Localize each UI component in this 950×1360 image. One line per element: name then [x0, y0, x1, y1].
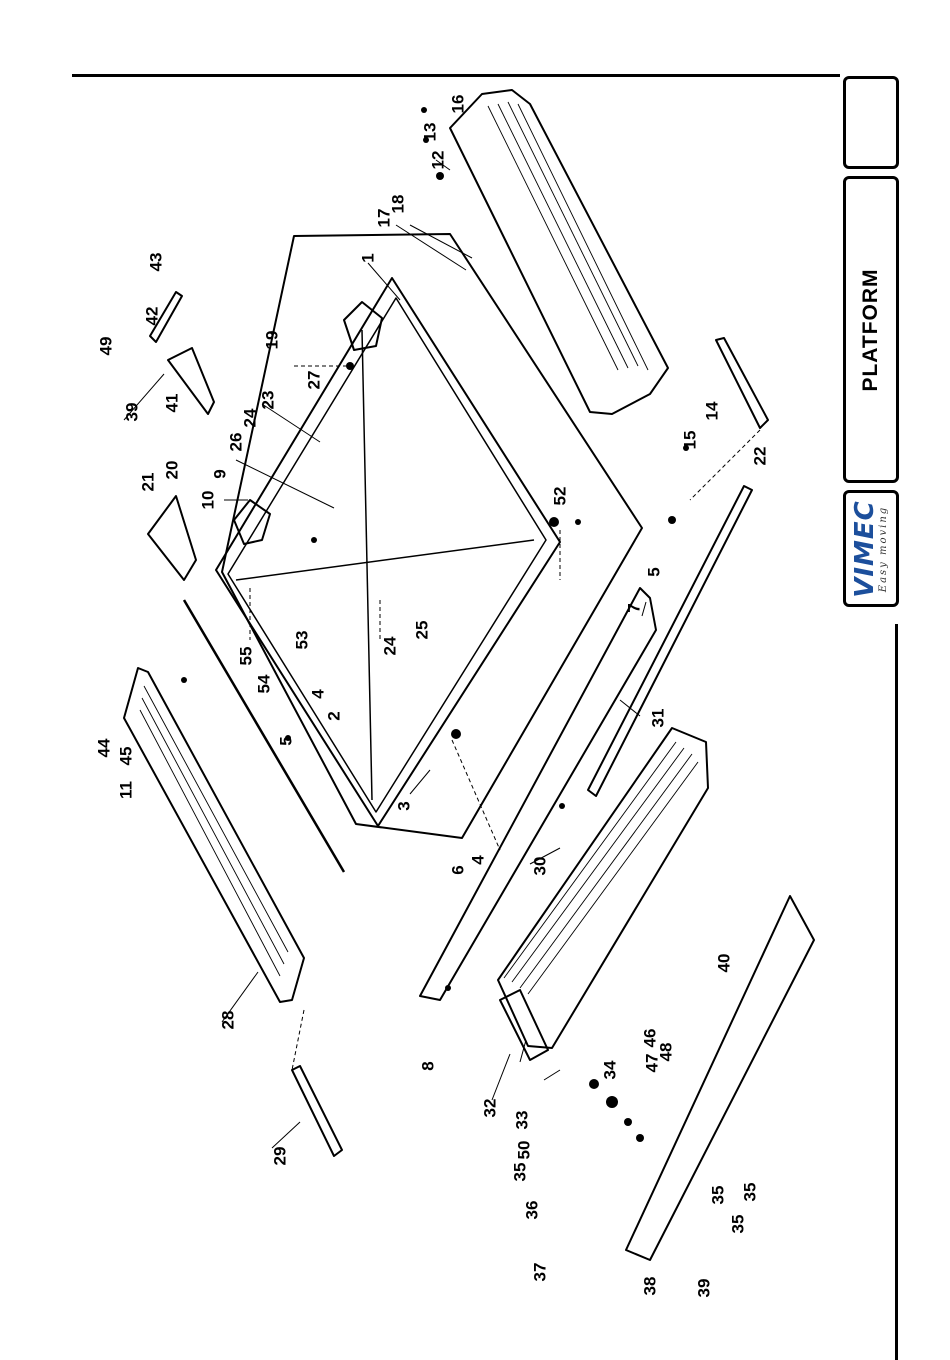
end-strip [292, 1066, 342, 1156]
callout-1: 1 [359, 253, 378, 262]
callout-23: 23 [259, 391, 278, 410]
callout-25: 25 [413, 621, 432, 640]
rear-flap [124, 668, 304, 1002]
callout-48: 48 [657, 1043, 676, 1062]
exploded-drawing: 1234455678910111213141516171819202122232… [0, 0, 840, 1360]
callout-44: 44 [95, 738, 114, 757]
callout-39: 39 [695, 1279, 714, 1298]
callout-3: 3 [395, 801, 414, 810]
callout-18: 18 [389, 195, 408, 214]
callout-50: 50 [515, 1141, 534, 1160]
corner-bracket-10 [234, 500, 270, 544]
callout-35: 35 [709, 1186, 728, 1205]
callout-22: 22 [751, 447, 770, 466]
callout-19: 19 [263, 331, 282, 350]
callout-16: 16 [449, 95, 468, 114]
callout-38: 38 [641, 1277, 660, 1296]
callout-2: 2 [325, 711, 344, 720]
callout-13: 13 [421, 123, 440, 142]
callout-5: 5 [277, 736, 296, 745]
callout-33: 33 [513, 1111, 532, 1130]
callout-45: 45 [117, 747, 136, 766]
side-guard [420, 588, 656, 1000]
page-title: PLATFORM [859, 268, 883, 391]
frame-diagonal-2 [362, 330, 372, 800]
callout-7: 7 [625, 603, 644, 612]
title-block-platform: PLATFORM [843, 176, 899, 483]
callout-36: 36 [523, 1201, 542, 1220]
callout-28: 28 [219, 1011, 238, 1030]
callout-37: 37 [531, 1263, 550, 1282]
callout-4: 4 [309, 689, 328, 699]
callout-labels: 1234455678910111213141516171819202122232… [95, 95, 770, 1298]
floor-sheet [222, 234, 642, 838]
callout-41: 41 [163, 394, 182, 413]
title-block-blank [843, 76, 899, 169]
callout-35: 35 [741, 1183, 760, 1202]
callout-55: 55 [237, 647, 256, 666]
callout-30: 30 [531, 857, 550, 876]
callout-12: 12 [429, 151, 448, 170]
callout-43: 43 [147, 253, 166, 272]
frame-inner [228, 298, 546, 812]
callout-5: 5 [645, 567, 664, 576]
callout-10: 10 [199, 491, 218, 510]
callout-54: 54 [255, 674, 274, 693]
front-ramp [498, 728, 708, 1048]
callout-34: 34 [601, 1060, 620, 1079]
callout-14: 14 [703, 401, 722, 420]
callout-35: 35 [511, 1163, 530, 1182]
callout-8: 8 [419, 1061, 438, 1070]
callout-27: 27 [305, 371, 324, 390]
frame-diagonal-1 [236, 540, 534, 580]
callout-29: 29 [271, 1147, 290, 1166]
callout-31: 31 [649, 709, 668, 728]
callout-39: 39 [123, 403, 142, 422]
side-strip [716, 338, 768, 428]
callout-32: 32 [481, 1099, 500, 1118]
vimec-logo: VIMEC Easy moving [852, 500, 890, 598]
logo-tagline: Easy moving [878, 500, 890, 598]
logo-box: VIMEC Easy moving [843, 490, 899, 607]
logo-brand: VIMEC [852, 500, 878, 598]
callout-35: 35 [729, 1215, 748, 1234]
callout-49: 49 [97, 337, 116, 356]
part-outlines [124, 90, 814, 1260]
callout-15: 15 [681, 431, 700, 450]
callout-42: 42 [143, 307, 162, 326]
callout-11: 11 [117, 781, 136, 799]
callout-21: 21 [139, 473, 158, 492]
callout-26: 26 [227, 433, 246, 452]
callout-4: 4 [469, 855, 488, 865]
right-flap [450, 90, 668, 414]
callout-20: 20 [163, 461, 182, 480]
callout-9: 9 [211, 469, 230, 478]
callout-52: 52 [551, 487, 570, 506]
top-cover [148, 496, 196, 580]
ribs [140, 102, 698, 994]
callout-24: 24 [381, 636, 400, 655]
callout-40: 40 [715, 954, 734, 973]
right-rule [895, 624, 898, 1360]
callout-6: 6 [449, 865, 468, 874]
callout-24: 24 [241, 408, 260, 427]
callout-53: 53 [293, 631, 312, 650]
